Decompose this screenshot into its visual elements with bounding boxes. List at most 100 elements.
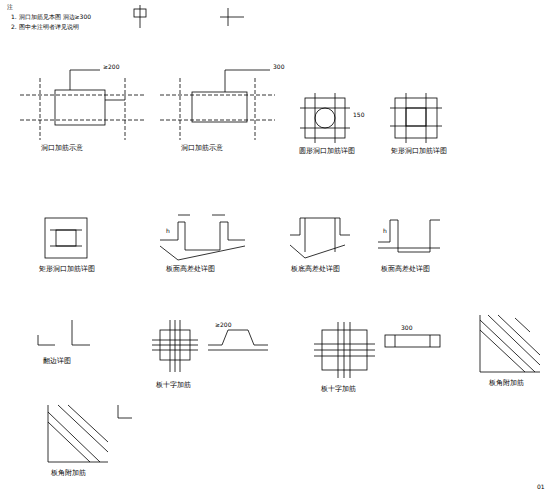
slab-plan [55,90,105,125]
slab-section [385,335,440,347]
step-section [178,215,190,216]
slab-plan [70,70,100,71]
slab-plan [20,120,145,121]
corner-bars [480,315,540,372]
cross-bars [180,320,181,372]
cross-bars [175,320,176,372]
cross-bars [314,322,375,378]
bar-shape [38,335,55,345]
slab-plan [225,70,270,71]
slab-section [208,330,268,350]
slab-plan [160,70,275,140]
cross-bars [152,345,198,346]
slab-plan [255,78,256,140]
drawing-caption: 洞口加筋示意 [180,145,224,152]
cross-bars [152,320,198,372]
corner-bars [480,315,540,372]
cross-bars [170,320,171,372]
corner-bars [480,320,535,372]
opening-detail [406,93,407,143]
drawing-caption: 矩形洞口加筋详图 [38,266,96,273]
corner-bars [515,318,530,332]
section-symbol [220,17,244,18]
corner-bars [48,405,108,462]
opening-detail [56,230,76,246]
drawing-caption: 板面高差处详图 [380,266,431,273]
section-symbol [134,5,244,28]
slab-section [395,335,396,347]
drawing-caption: 板角附加筋 [50,470,87,477]
step-section [378,248,440,249]
cross-bars [314,344,375,345]
step-section [290,245,345,258]
drawing-caption: 板底高差处详图 [290,266,341,273]
step-section [290,218,350,258]
bar-shape [72,320,90,345]
cross-bars [152,340,198,341]
drawing-caption: 板十字加筋 [155,382,192,389]
cross-bars [152,350,198,351]
step-section [335,218,336,252]
opening-detail [45,218,87,258]
slab-plan [20,95,145,96]
slab-section [430,335,431,347]
dimension: h [165,228,171,235]
dimension: 300 [272,64,285,71]
opening-detail [50,230,82,231]
step-section [305,218,306,252]
corner-bars [498,315,540,355]
slab-plan [180,78,181,140]
opening-detail [315,108,335,128]
slab-plan [40,78,41,140]
sheet-number: 01 [536,484,546,491]
dimension: 150 [352,112,365,119]
slab-section [385,335,440,347]
slab-plan [125,78,126,140]
opening-detail [50,246,82,247]
cross-bars [314,350,375,351]
opening-detail [426,93,427,143]
step-section [378,220,440,252]
slab-section [208,330,268,345]
opening-detail [390,93,442,143]
drawing-caption: 矩形洞口加筋详图 [390,148,448,155]
opening-detail [300,108,350,109]
detail-sheet [20,5,540,462]
slab-plan [192,92,247,122]
corner-bars [58,405,108,452]
slab-plan [160,95,275,96]
opening-detail [390,108,442,109]
dimension: ≥200 [214,322,232,329]
dimension: h [382,228,388,235]
corner-bars [480,330,525,372]
opening-detail [45,218,87,258]
drawing-caption: 翻边详图 [42,358,72,365]
bar-shape [118,405,132,418]
note-text: 1. 洞口加筋见本图 洞边≥300 [10,14,92,21]
slab-plan [20,70,145,140]
opening-detail [300,93,350,143]
corner-bars [48,405,108,462]
slab-plan [70,70,71,90]
slab-plan [160,120,275,121]
slab-plan [225,70,226,92]
opening-detail [300,128,350,129]
step-section [160,222,245,250]
step-section [378,220,440,252]
corner-bars [488,315,540,365]
drawing-caption: 板面高差处详图 [165,266,216,273]
step-section [290,218,350,235]
drawing-caption: 板角附加筋 [488,380,525,387]
cross-bars [314,356,375,357]
opening-detail [315,93,316,143]
dimension: 300 [400,325,413,332]
step-section [160,215,245,260]
step-section [212,215,225,216]
opening-detail [406,108,426,126]
bar-shape [38,320,90,345]
opening-detail [395,98,437,138]
drawing-caption: 洞口加筋示意 [40,145,84,152]
opening-detail [390,126,442,127]
note-text: 2. 图中未注明者详见说明 [10,24,80,31]
